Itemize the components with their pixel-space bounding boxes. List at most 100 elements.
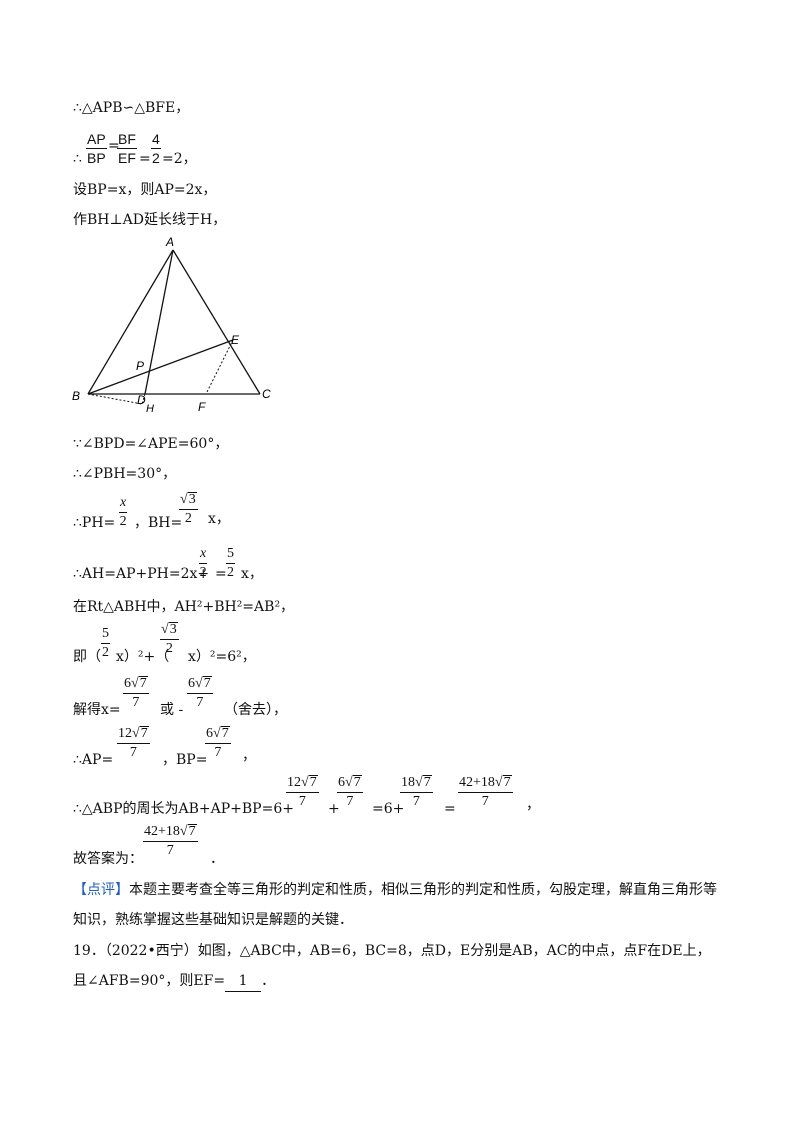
frac-den: 2 (199, 565, 207, 580)
label-e: E (231, 333, 240, 347)
sqrt-radicand: 3 (168, 622, 178, 637)
frac-den: 7 (412, 794, 420, 809)
frac-den: 2 (102, 645, 109, 660)
comment-text: 本题主要考查全等三角形的判定和性质，相似三角形的判定和性质，勾股定理，解直角三角… (129, 882, 717, 898)
frac-den: 2 (227, 565, 234, 580)
fraction-ap-bp: AP BP (86, 131, 107, 166)
frac-den: 7 (214, 745, 222, 760)
text-line-angles: ∵∠BPD=∠APE=60°， (73, 436, 229, 452)
frac-den: BP (87, 150, 106, 166)
text-solve: 解得x= (73, 702, 121, 718)
segment-ad (144, 249, 174, 395)
text-line-set-bp: 设BP=x，则AP=2x， (73, 182, 217, 198)
frac-num: 5 (102, 626, 109, 641)
text-line-similar: ∴△APB∽△BFE， (73, 100, 190, 116)
label-b: B (72, 389, 80, 403)
sqrt-radicand: 7 (187, 824, 197, 839)
text-therefore: ∴ (73, 151, 82, 167)
text-discard: （舍去）， (224, 702, 287, 718)
frac-den: 2 (184, 511, 192, 526)
frac-num: AP (87, 131, 106, 147)
side-ab (87, 249, 174, 395)
sqrt-radicand: 7 (220, 726, 230, 741)
frac-num: x (120, 495, 127, 510)
text-comma: ， (526, 797, 540, 813)
sqrt-radicand: 7 (202, 676, 212, 691)
comment-tag: 【点评】 (73, 882, 129, 898)
frac-den: 7 (346, 794, 354, 809)
sqrt-radicand: 7 (139, 726, 149, 741)
text-eq: = (215, 566, 227, 582)
text-x: x， (208, 511, 230, 527)
sqrt-radicand: 3 (187, 492, 197, 507)
answer-blank: 1 (225, 971, 262, 992)
frac-den: 7 (129, 745, 137, 760)
dotted-dh (141, 393, 146, 405)
label-a: A (165, 235, 174, 249)
question-19-end: ． (261, 973, 276, 989)
text-ap: ∴AP= (73, 752, 114, 768)
segment-be (87, 339, 234, 395)
text-line-construct: 作BH⊥AD延长线于H， (73, 212, 227, 228)
text-line-pythag: 在Rt△ABH中，AH²+BH²=AB²， (73, 599, 295, 615)
text-comma: ， (242, 748, 256, 764)
label-d: D (137, 393, 146, 407)
frac-num: 4 (152, 131, 160, 147)
sqrt-radicand: 7 (502, 775, 512, 790)
text-eq-36: x）²=6²， (188, 649, 256, 665)
frac-den: 7 (132, 695, 140, 710)
frac-den: 7 (166, 843, 174, 858)
label-c: C (262, 387, 271, 401)
comment-line-2: 知识，熟练掌握这些基础知识是解题的关键． (73, 912, 353, 928)
text-ph: ∴PH= (73, 515, 116, 531)
text-plus: x）²+（ (116, 649, 170, 665)
sqrt-radicand: 7 (308, 775, 318, 790)
fraction-bf-ef: BF EF (117, 131, 137, 166)
text-bh: ，BH= (134, 515, 183, 531)
text-ah: ∴AH=AP+PH=2x+ (73, 566, 210, 582)
label-p: P (136, 359, 144, 373)
text-x: x， (241, 566, 263, 582)
text-or: 或 - (160, 702, 184, 718)
question-19-line-1: 19．（2022•西宁）如图，△ABC中，AB=6，BC=8，点D，E分别是AB… (73, 943, 711, 959)
text-eq-6plus: =6+ (372, 801, 405, 817)
frac-den: EF (118, 150, 136, 166)
frac-num: 5 (227, 546, 234, 561)
dotted-bh (87, 393, 143, 405)
question-19-text: 且∠AFB=90°，则EF= (73, 973, 226, 989)
frac-den: 7 (196, 695, 204, 710)
sqrt-radicand: 7 (352, 775, 362, 790)
text-period: ． (210, 851, 224, 867)
triangle-figure: A B C E P D H F (72, 235, 271, 415)
frac-den: 7 (481, 794, 489, 809)
frac-num: x (200, 546, 207, 561)
side-ac (172, 249, 261, 395)
text-eq: = (444, 801, 456, 817)
frac-den: 7 (298, 794, 306, 809)
question-19-line-2: 且∠AFB=90°，则EF=1． (73, 971, 275, 992)
frac-den: 2 (119, 514, 127, 529)
frac-num: BF (118, 131, 136, 147)
text-answer-label: 故答案为： (73, 851, 143, 867)
frac-den: 2 (152, 150, 160, 166)
text-perimeter: ∴△ABP的周长为AB+AP+BP=6+ (73, 801, 294, 817)
label-f: F (198, 400, 206, 414)
text-ji: 即（ (73, 649, 101, 665)
text-bp: ，BP= (162, 752, 208, 768)
